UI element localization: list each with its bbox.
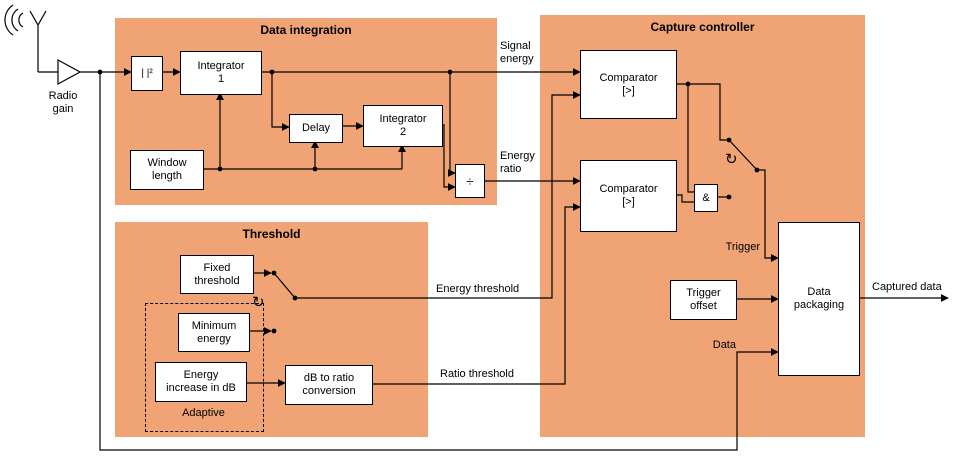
block-abs-squared[interactable]: | |² <box>131 56 163 91</box>
block-data-packaging[interactable]: Data packaging <box>778 222 860 376</box>
label-radio-gain: Radio gain <box>48 90 78 115</box>
adaptive-group-box <box>145 303 264 432</box>
antenna-icon <box>29 10 47 72</box>
region-capture-controller-title: Capture controller <box>650 20 755 34</box>
wire-signal-divide <box>447 72 456 177</box>
label-energy-ratio: Energy ratio <box>500 150 535 175</box>
wire-trigger <box>757 169 779 262</box>
region-data-integration-title: Data integration <box>260 23 352 37</box>
block-and-gate[interactable]: & <box>694 184 718 212</box>
block-energy-increase[interactable]: Energy increase in dB <box>155 362 247 402</box>
block-delay[interactable]: Delay <box>289 114 343 143</box>
manual-switch-icon[interactable]: ↻ <box>252 294 265 311</box>
label-ratio-threshold: Ratio threshold <box>440 368 514 380</box>
wire-comparator1-switch <box>675 83 729 141</box>
block-integrator1[interactable]: Integrator 1 <box>180 51 262 95</box>
junction-dots <box>97 69 760 334</box>
radio-waves-icon <box>4 4 24 36</box>
wire-integrator2-divide <box>441 124 456 191</box>
block-window-length[interactable]: Window length <box>130 150 204 190</box>
threshold-switch-blade[interactable] <box>273 272 296 299</box>
gain-icon[interactable] <box>57 58 82 86</box>
label-signal-energy: Signal energy <box>500 40 534 65</box>
block-db-to-ratio[interactable]: dB to ratio conversion <box>285 365 373 405</box>
label-data: Data <box>712 339 736 351</box>
manual-switch-icon[interactable]: ↻ <box>725 151 738 168</box>
block-divide[interactable]: ÷ <box>455 164 485 198</box>
block-trigger-offset[interactable]: Trigger offset <box>670 280 737 320</box>
block-fixed-threshold[interactable]: Fixed threshold <box>180 255 254 294</box>
region-threshold-title: Threshold <box>242 227 301 241</box>
block-minimum-energy[interactable]: Minimum energy <box>178 313 250 352</box>
block-comparator-energy[interactable]: Comparator [>] <box>580 50 677 119</box>
capture-switch-blade[interactable] <box>728 139 758 171</box>
label-adaptive: Adaptive <box>182 407 225 419</box>
wire-ratio-threshold <box>371 203 581 385</box>
wire-energy-threshold <box>295 91 581 299</box>
label-captured-data: Captured data <box>872 281 942 293</box>
wire-comparator1-and <box>687 84 694 193</box>
wire-raw-data <box>99 72 779 451</box>
label-trigger: Trigger <box>725 241 760 253</box>
wire-integrator1-delay <box>271 72 290 131</box>
wire-comparator2-and <box>675 194 694 203</box>
block-integrator2[interactable]: Integrator 2 <box>363 105 443 147</box>
label-energy-threshold: Energy threshold <box>436 283 520 295</box>
block-comparator-ratio[interactable]: Comparator [>] <box>580 160 677 232</box>
